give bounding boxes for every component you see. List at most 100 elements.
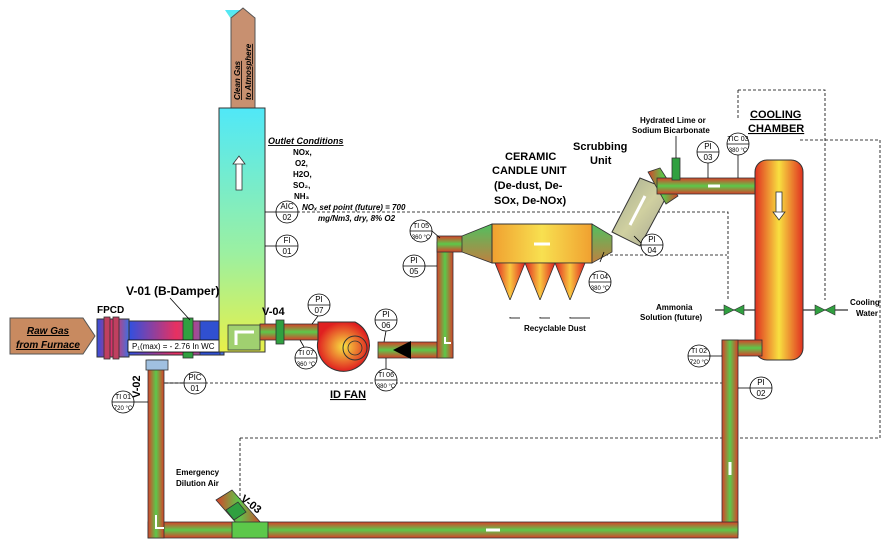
- outlet-o2: O2,: [295, 159, 308, 168]
- ti07-num: 360 °C: [297, 362, 316, 368]
- stack: Clean Gas to Atmosphere: [218, 7, 266, 353]
- emergency-label-2: Dilution Air: [176, 479, 219, 488]
- instrument-pi04: PI 04: [633, 233, 664, 257]
- ti04-num: 380 °C: [591, 286, 610, 292]
- v02-label: V-02: [131, 375, 143, 398]
- pi06-num: 06: [382, 321, 391, 330]
- ceramic-label-1: CERAMIC: [505, 151, 556, 163]
- pi03-tag: PI: [704, 142, 712, 151]
- pi05-tag: PI: [410, 256, 418, 265]
- clean-gas-label-1: Clean Gas: [233, 60, 242, 100]
- ti02-tag: TI 02: [691, 348, 707, 355]
- instrument-ti04: TI 04 380 °C: [588, 251, 612, 294]
- v04-label: V-04: [262, 306, 286, 318]
- tic03-tag: TIC 03: [727, 136, 748, 143]
- pi03-num: 03: [704, 153, 713, 162]
- fpcd-unit: FPCD: [96, 305, 130, 360]
- instrument-fi01: FI 01: [265, 234, 299, 258]
- tic03-num: 380 °C: [729, 148, 748, 154]
- ammonia-inlet: Ammonia Solution (future): [640, 303, 755, 322]
- cooling-chamber: COOLING CHAMBER: [748, 109, 804, 361]
- pi02-num: 02: [757, 389, 766, 398]
- ceramic-candle-unit: Recyclable Dust CERAMIC CANDLE UNIT (De-…: [461, 151, 613, 333]
- outlet-conditions: Outlet Conditions NOx, O2, H2O, SO₂, NH₃…: [268, 136, 406, 223]
- cooling-water-label-2: Water: [856, 309, 878, 318]
- fi01-tag: FI: [283, 236, 290, 245]
- emergency-dilution-air: Emergency Dilution Air V-03: [176, 468, 269, 539]
- outlet-h2o: H2O,: [293, 170, 312, 179]
- v01-label: V-01 (B-Damper): [126, 284, 219, 298]
- instrument-ti05: TI 05 360 °C: [409, 219, 441, 243]
- outlet-nh3: NH₃: [294, 192, 310, 201]
- ti04-tag: TI 04: [592, 274, 608, 281]
- pi07-tag: PI: [315, 295, 323, 304]
- recyclable-dust-label: Recyclable Dust: [524, 324, 586, 333]
- return-loop-ducts: V-02: [131, 339, 763, 539]
- pic01-tag: PIC: [188, 373, 202, 382]
- instrument-aic02: AIC 02: [265, 200, 299, 224]
- ceramic-label-3: (De-dust, De-: [494, 180, 563, 192]
- cooling-water-inlet: Cooling Water: [803, 298, 880, 318]
- ceramic-label-2: CANDLE UNIT: [492, 165, 567, 177]
- ti01-num: 720 °C: [114, 406, 133, 412]
- emergency-label-1: Emergency: [176, 468, 220, 477]
- ceramic-label-4: SOx, De-NOx): [494, 195, 566, 207]
- nox-setpoint-2: mg/Nm3, dry, 8% O2: [318, 214, 396, 223]
- outlet-title: Outlet Conditions: [268, 136, 344, 146]
- pi04-tag: PI: [648, 235, 656, 244]
- scrubbing-unit: Scrubbing Unit: [573, 141, 679, 247]
- fpcd-label: FPCD: [97, 305, 124, 316]
- instrument-pi06: PI 06: [374, 308, 398, 343]
- pressure-note: P₁(max) = - 2.76 In WC: [132, 342, 215, 351]
- aic02-num: 02: [283, 213, 292, 222]
- instrument-ti07: TI 07 360 °C: [294, 339, 318, 370]
- ti02-num: 720 °C: [690, 360, 709, 366]
- instrument-pi07: PI 07: [307, 293, 331, 325]
- ammonia-label-2: Solution (future): [640, 313, 703, 322]
- pi02-tag: PI: [757, 378, 765, 387]
- cooling-label-2: CHAMBER: [748, 123, 804, 135]
- stack-to-fan-duct: V-04: [259, 306, 319, 345]
- instrument-ti06: TI 06 380 °C: [374, 358, 398, 392]
- scrubbing-label-1: Scrubbing: [573, 141, 627, 153]
- aic02-tag: AIC: [280, 202, 294, 211]
- raw-gas-inlet: Raw Gas from Furnace: [9, 317, 96, 355]
- ti06-tag: TI 06: [378, 372, 394, 379]
- nox-setpoint-1: NOₓ set point (future) = 700: [302, 203, 406, 212]
- cooling-water-label-1: Cooling: [850, 298, 880, 307]
- pic01-num: 01: [191, 384, 200, 393]
- instrument-ti02: TI 02 720 °C: [687, 344, 722, 368]
- ti05-tag: TI 05: [413, 223, 429, 230]
- ti07-tag: TI 07: [298, 350, 314, 357]
- instrument-pi05: PI 05: [402, 254, 437, 278]
- instrument-ti01: TI 01 720 °C: [111, 390, 148, 414]
- cooling-label-1: COOLING: [750, 109, 801, 121]
- pi05-num: 05: [410, 267, 419, 276]
- instrument-pi03: PI 03: [696, 140, 720, 178]
- instrument-pi02: PI 02: [738, 376, 773, 400]
- ti05-num: 360 °C: [412, 235, 431, 241]
- raw-gas-label-2: from Furnace: [16, 340, 80, 351]
- lime-label-1: Hydrated Lime or: [640, 116, 706, 125]
- fi01-num: 01: [283, 247, 292, 256]
- outlet-nox: NOx,: [293, 148, 312, 157]
- scrubber-to-cooling-duct: Hydrated Lime or Sodium Bicarbonate: [632, 116, 760, 195]
- outlet-so2: SO₂,: [293, 181, 310, 190]
- ammonia-label-1: Ammonia: [656, 303, 693, 312]
- ti01-tag: TI 01: [115, 394, 131, 401]
- v01-damper-duct: V-01 (B-Damper) P₁(max) = - 2.76 In WC: [126, 284, 253, 359]
- pi06-tag: PI: [382, 310, 390, 319]
- lime-label-2: Sodium Bicarbonate: [632, 126, 710, 135]
- pi07-num: 07: [315, 306, 324, 315]
- clean-gas-label-2: to Atmosphere: [244, 43, 253, 100]
- control-signal-lines: [160, 89, 881, 520]
- ti06-num: 380 °C: [377, 384, 396, 390]
- scrubbing-label-2: Unit: [590, 155, 612, 167]
- instrument-pic01: PIC 01: [164, 371, 207, 395]
- raw-gas-label-1: Raw Gas: [27, 326, 70, 337]
- instrument-tic03: TIC 03 380 °C: [726, 132, 750, 178]
- pi04-num: 04: [648, 246, 657, 255]
- id-fan-label: ID FAN: [330, 389, 366, 401]
- id-fan: ID FAN: [316, 321, 370, 401]
